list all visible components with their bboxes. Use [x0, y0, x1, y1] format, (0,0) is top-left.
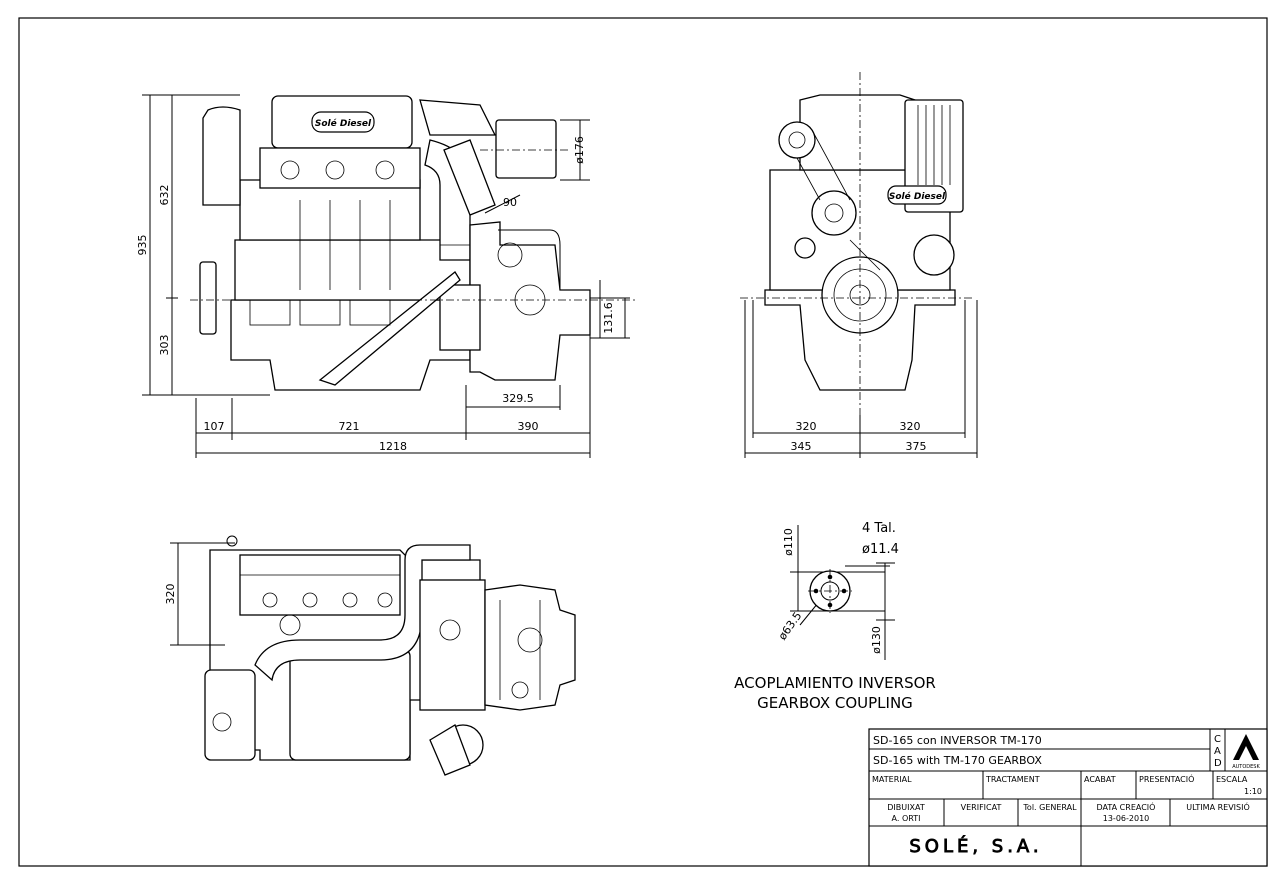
coupling-holes: 4 Tal.: [862, 521, 896, 536]
material-label: MATERIAL: [872, 775, 912, 784]
acabat-label: ACABAT: [1084, 775, 1116, 784]
side-view: Solé Diesel: [136, 94, 635, 458]
dibuixat-label: DIBUIXAT: [887, 803, 925, 812]
brand-plate-front-text: Solé Diesel: [889, 191, 946, 202]
brand-plate-side-text: Solé Diesel: [315, 118, 372, 129]
cad-d: D: [1214, 758, 1222, 769]
plan-view: 320: [164, 535, 576, 776]
coupling-pitch: ø110: [782, 528, 795, 556]
ultima-revisio-label: ULTIMA REVISIÓ: [1186, 801, 1250, 812]
dim-632: 632: [158, 185, 171, 206]
company-name: SOLÉ, S.A.: [909, 835, 1042, 857]
escala-label: ESCALA: [1216, 775, 1248, 784]
coupling-bolt-circle: ø63.5: [776, 609, 805, 642]
coupling-outer: ø130: [870, 626, 883, 654]
escala-value: 1:10: [1244, 787, 1262, 796]
dim-107: 107: [204, 420, 225, 433]
title-block: SD-165 con INVERSOR TM-170 SD-165 with T…: [868, 728, 1268, 867]
cad-a: A: [1214, 746, 1221, 757]
presentacio-label: PRESENTACIÓ: [1139, 773, 1194, 784]
dim-721: 721: [339, 420, 360, 433]
dim-plan-320: 320: [164, 584, 177, 605]
dim-320-left: 320: [796, 420, 817, 433]
data-creacio-label: DATA CREACIÓ: [1097, 801, 1156, 812]
dim-935: 935: [136, 235, 149, 256]
dim-329-5: 329.5: [502, 392, 534, 405]
dim-375: 375: [906, 440, 927, 453]
dim-131-6: 131.6: [602, 302, 615, 334]
dim-390: 390: [518, 420, 539, 433]
cad-c: C: [1214, 734, 1221, 745]
dibuixat-value: A. ORTI: [892, 814, 921, 823]
dim-345: 345: [791, 440, 812, 453]
verificat-label: VERIFICAT: [961, 803, 1002, 812]
coupling-detail: 4 Tal. ø11.4 ø110 ø63.5 ø130 ACOPLAMIENT…: [734, 521, 936, 712]
tol-general-label: Tol. GENERAL: [1022, 803, 1077, 812]
dim-303: 303: [158, 335, 171, 356]
brand-plate-side: [311, 111, 375, 133]
dim-176: ø176: [573, 136, 586, 164]
title-es: SD-165 con INVERSOR TM-170: [873, 734, 1042, 747]
autodesk-label: AUTODESK: [1232, 764, 1260, 770]
front-view: Solé Diesel 320 320 345 375: [740, 72, 978, 458]
coupling-hole-diameter: ø11.4: [862, 542, 899, 557]
dim-90: 90: [503, 196, 517, 209]
data-creacio-value: 13-06-2010: [1103, 814, 1150, 823]
sheet-border: [18, 17, 1268, 867]
title-en: SD-165 with TM-170 GEARBOX: [873, 754, 1042, 767]
coupling-title-en: GEARBOX COUPLING: [757, 694, 913, 712]
tractament-label: TRACTAMENT: [985, 775, 1040, 784]
autodesk-logo-icon: [1233, 734, 1259, 760]
brand-plate-front: [887, 185, 947, 205]
dim-320-right: 320: [900, 420, 921, 433]
coupling-title-es: ACOPLAMIENTO INVERSOR: [734, 674, 936, 692]
dim-1218: 1218: [379, 440, 407, 453]
